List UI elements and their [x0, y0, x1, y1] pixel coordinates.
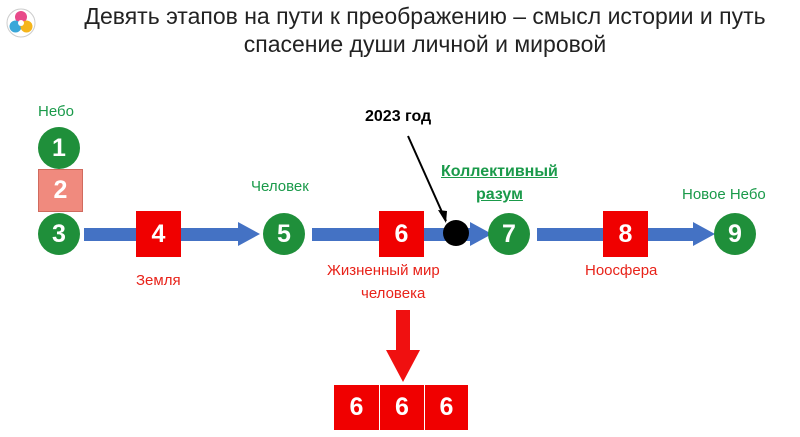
red-down-arrow — [386, 310, 420, 382]
bottom-box-3: 6 — [425, 385, 468, 430]
bottom-box-1: 6 — [334, 385, 379, 430]
page-title: Девять этапов на пути к преображению – с… — [60, 2, 790, 58]
bottom-box-2: 6 — [380, 385, 424, 430]
label-year: 2023 год — [365, 108, 432, 125]
arrow-7-to-9-head — [693, 222, 715, 246]
label-novoe-nebo: Новое Небо — [682, 186, 766, 203]
arrow-3-to-5-head — [238, 222, 260, 246]
label-kollektivny: Коллективный — [441, 163, 558, 180]
title-line-1: Девять этапов на пути к преображению – с… — [84, 3, 766, 29]
stage-8-box: 8 — [603, 211, 648, 257]
arrow-5-to-7-head — [470, 222, 492, 246]
year-pointer-head — [438, 210, 447, 223]
title-line-2: спасение души личной и мировой — [243, 31, 607, 57]
label-chelovek: Человек — [251, 178, 309, 195]
label-zemlya: Земля — [136, 272, 181, 289]
label-zhiznenny-1: Жизненный мир — [327, 262, 440, 279]
label-zhiznenny-2: человека — [361, 285, 426, 302]
stage-3-circle: 3 — [38, 213, 80, 255]
stage-7-circle: 7 — [488, 213, 530, 255]
stage-2-box: 2 — [38, 169, 83, 212]
stage-9-circle: 9 — [714, 213, 756, 255]
stage-1-circle: 1 — [38, 127, 80, 169]
label-razum: разум — [476, 186, 523, 203]
stage-4-box: 4 — [136, 211, 181, 257]
stage-5-circle: 5 — [263, 213, 305, 255]
label-noosfera: Ноосфера — [585, 262, 658, 279]
logo-icon — [6, 8, 36, 38]
label-nebo: Небо — [38, 103, 74, 120]
stage-6-box: 6 — [379, 211, 424, 257]
